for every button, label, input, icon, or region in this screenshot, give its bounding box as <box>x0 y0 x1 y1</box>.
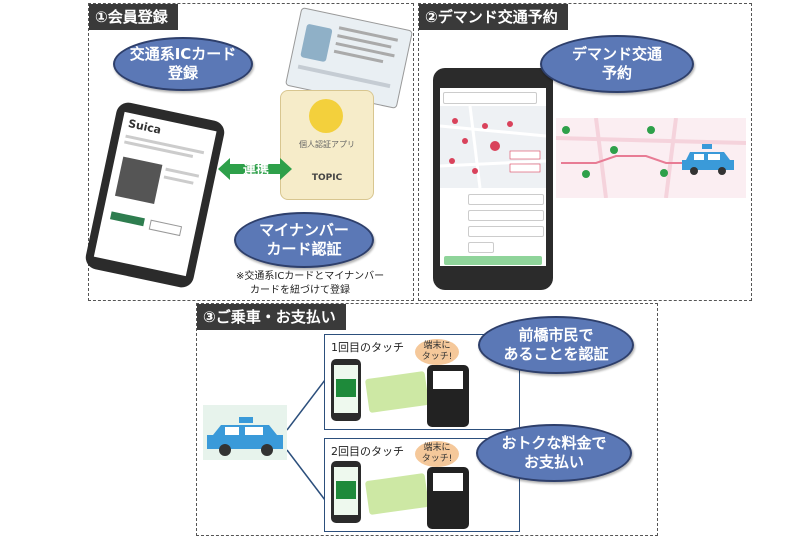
booking-field-date[interactable] <box>468 226 544 237</box>
bubble-my-number-auth: マイナンバーカード認証 <box>234 212 374 268</box>
touch-2-phone <box>331 461 361 523</box>
touch-2-terminal <box>427 467 469 529</box>
suica-logo: Suica <box>126 117 163 137</box>
touch-2-tap-badge: 端末にタッチ! <box>415 441 459 467</box>
booking-phone <box>433 68 553 290</box>
touch-1-suica-card <box>364 370 430 414</box>
touch-1-terminal <box>427 365 469 427</box>
mobile-suica-logo <box>336 379 356 397</box>
card-image <box>114 156 163 205</box>
connector-lines <box>287 379 326 501</box>
registration-phone-screen: Suica <box>93 111 217 277</box>
link-arrow-icon <box>218 158 292 180</box>
search-bar[interactable] <box>443 92 537 104</box>
authentication-app-device: 個人認証アプリ TOPIC <box>280 90 374 200</box>
taxi-large-icon <box>203 405 287 460</box>
cancel-button[interactable] <box>148 219 183 237</box>
touch-1-phone <box>331 359 361 421</box>
bubble-resident-verification: 前橋市民であることを認証 <box>478 316 634 374</box>
panel2-title: ②デマンド交通予約 <box>419 4 568 30</box>
registration-note: ※交通系ICカードとマイナンバー カードを紐づけて登録 <box>236 271 385 296</box>
mobile-suica-logo-2 <box>336 481 356 499</box>
route-map-illustration <box>555 117 747 199</box>
app-name: 個人認証アプリ <box>299 140 355 149</box>
touch-2-suica-card <box>364 472 430 516</box>
touch-1-tap-badge: 端末にタッチ! <box>415 339 459 365</box>
bubble-ic-card-registration: 交通系ICカード登録 <box>113 37 253 91</box>
panel3-title: ③ご乗車・お支払い <box>197 304 346 330</box>
touch-1-label: 1回目のタッチ <box>331 341 404 354</box>
app-logo-icon <box>309 99 343 133</box>
bubble-demand-booking: デマンド交通予約 <box>540 35 694 93</box>
booking-field-to[interactable] <box>468 210 544 221</box>
panel-demand-booking: ②デマンド交通予約 <box>418 3 752 301</box>
taxi-icon <box>680 144 736 176</box>
booking-field-people[interactable] <box>468 242 494 253</box>
panel1-title: ①会員登録 <box>89 4 178 30</box>
bubble-discount-payment: おトクな料金でお支払い <box>476 424 632 482</box>
link-label: 連携 <box>242 163 269 178</box>
booking-submit-button[interactable] <box>444 256 542 265</box>
register-button[interactable] <box>109 211 145 227</box>
map-view[interactable] <box>439 105 547 189</box>
panel-ride-payment: ③ご乗車・お支払い <box>196 303 658 536</box>
touch-2-label: 2回目のタッチ <box>331 445 404 458</box>
app-brand: TOPIC <box>311 173 343 183</box>
card-photo <box>300 23 333 63</box>
booking-phone-screen <box>439 88 547 266</box>
booking-field-from[interactable] <box>468 194 544 205</box>
panel-member-registration: ①会員登録 <box>88 3 414 301</box>
